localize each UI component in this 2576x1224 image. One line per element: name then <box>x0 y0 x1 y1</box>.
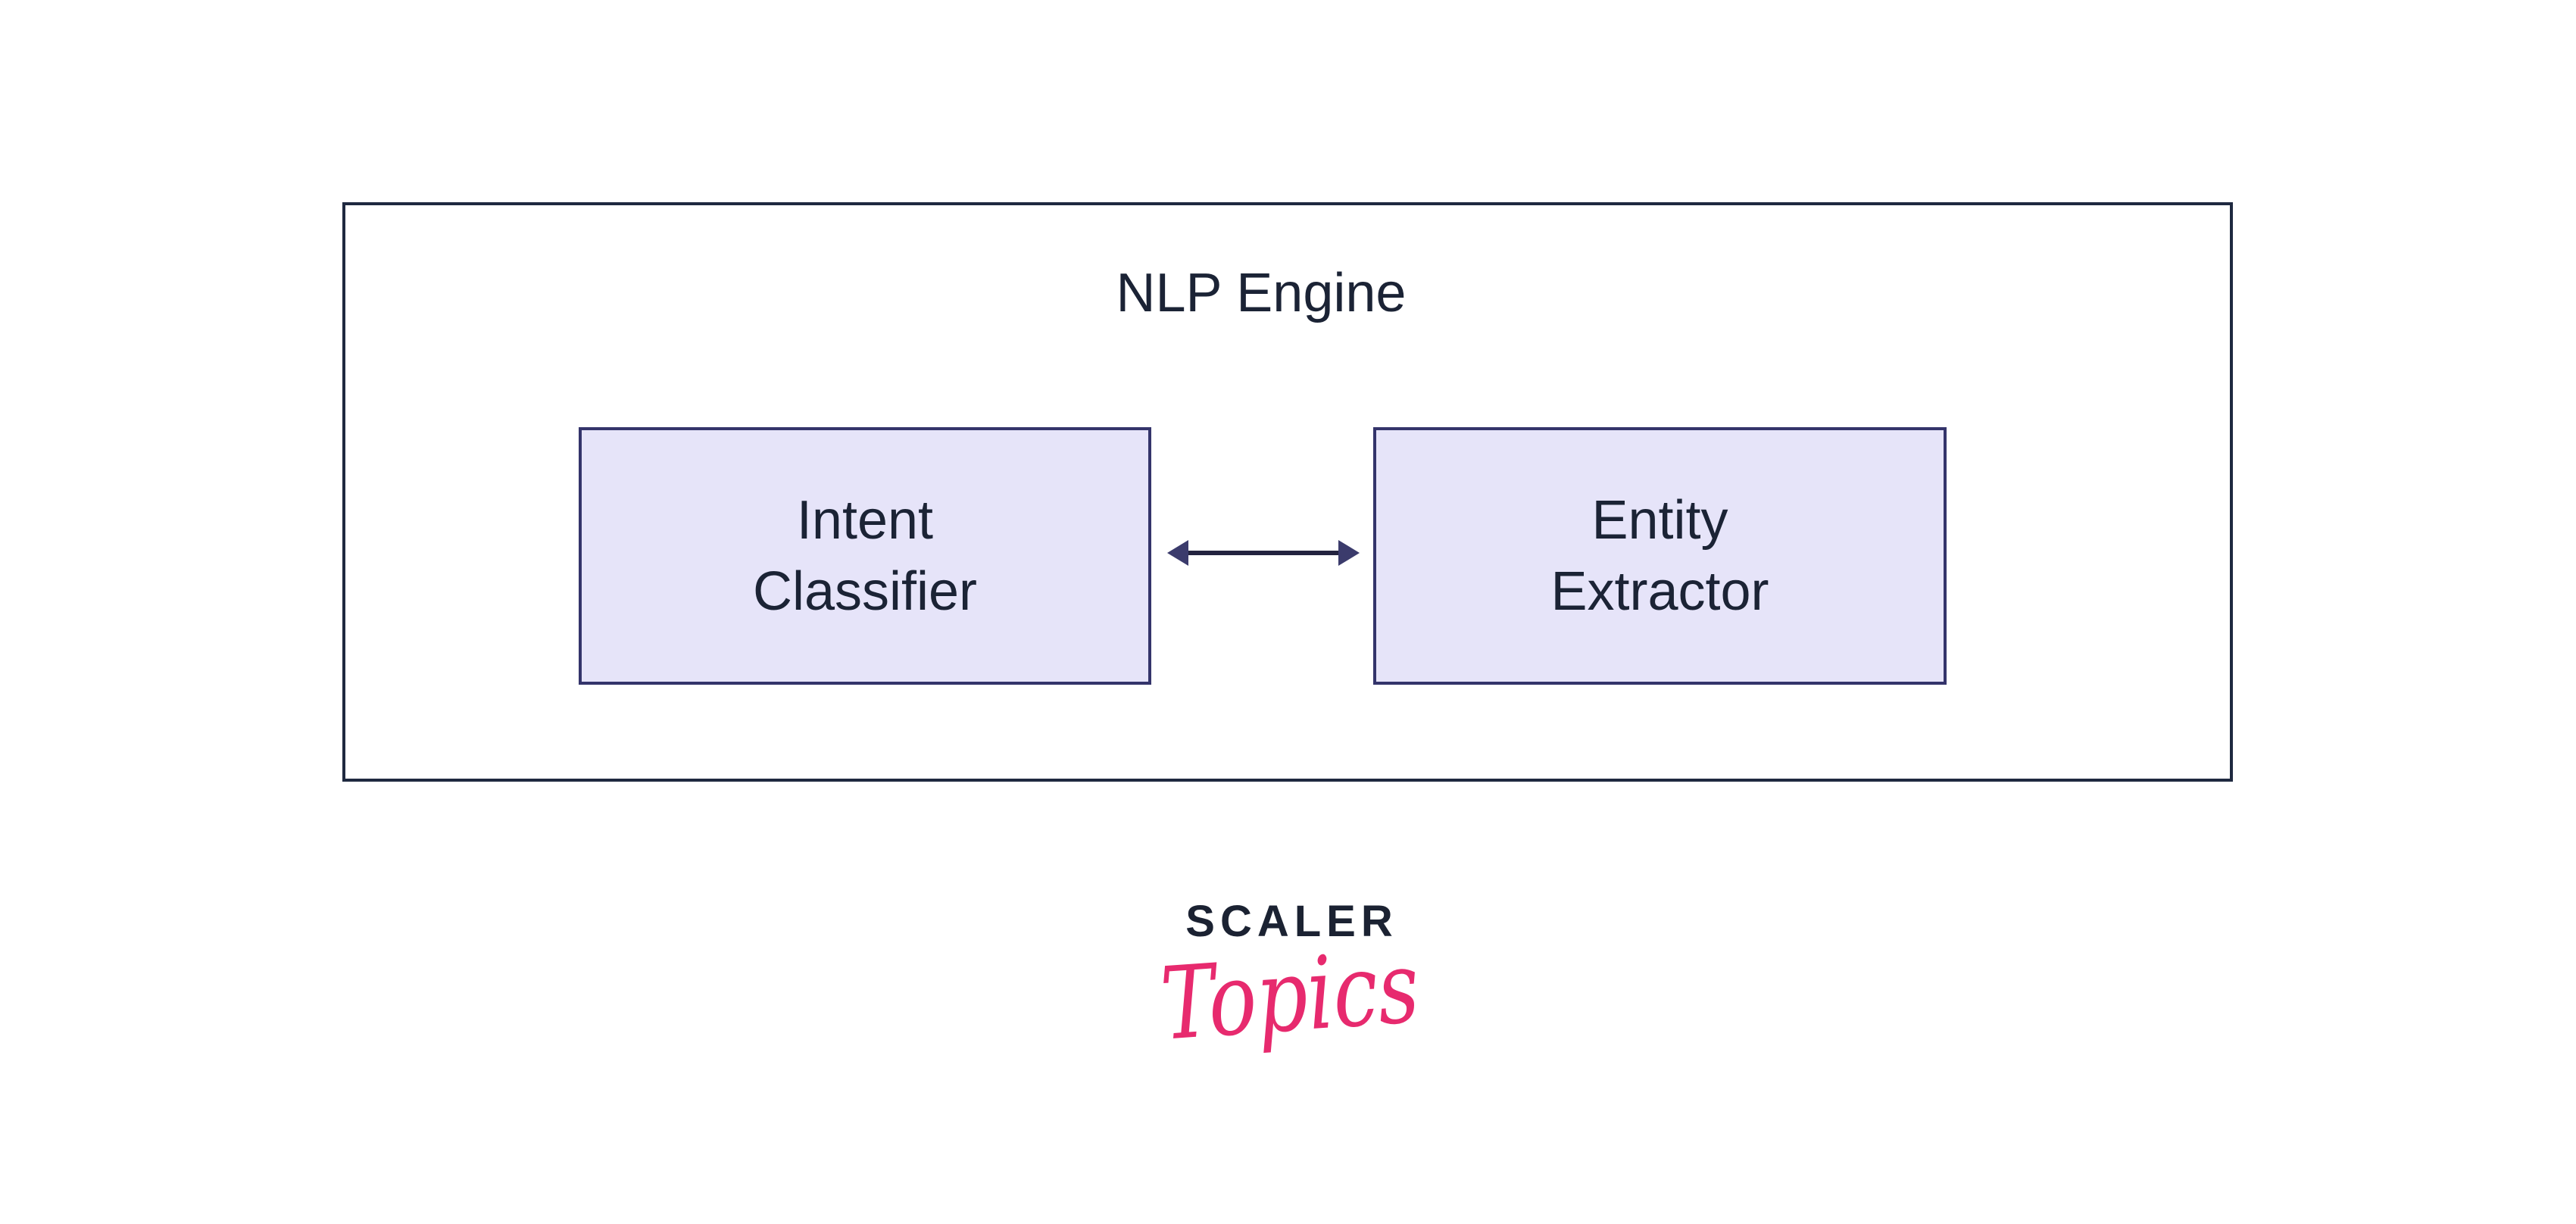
arrow-head-right <box>1338 540 1360 566</box>
logo-scaler-text: SCALER <box>1185 897 1398 946</box>
node-intent-label-line1: Intent <box>796 490 934 551</box>
nlp-engine-box <box>342 202 2233 782</box>
node-intent-label-line2: Classifier <box>752 561 978 622</box>
node-intent-classifier: Intent Classifier <box>579 427 1151 685</box>
scaler-topics-logo: SCALER Topics <box>1128 897 1450 1063</box>
arrow-head-left <box>1167 540 1188 566</box>
node-entity-label-line2: Extractor <box>1550 561 1769 622</box>
logo-topics-text: Topics <box>1157 929 1423 1063</box>
node-entity-extractor: Entity Extractor <box>1373 427 1947 685</box>
node-entity-label-line1: Entity <box>1591 490 1728 551</box>
bidirectional-arrow-icon <box>1163 532 1364 573</box>
bidirectional-arrow-svg <box>1167 540 1360 566</box>
nlp-engine-title: NLP Engine <box>1116 263 1407 323</box>
